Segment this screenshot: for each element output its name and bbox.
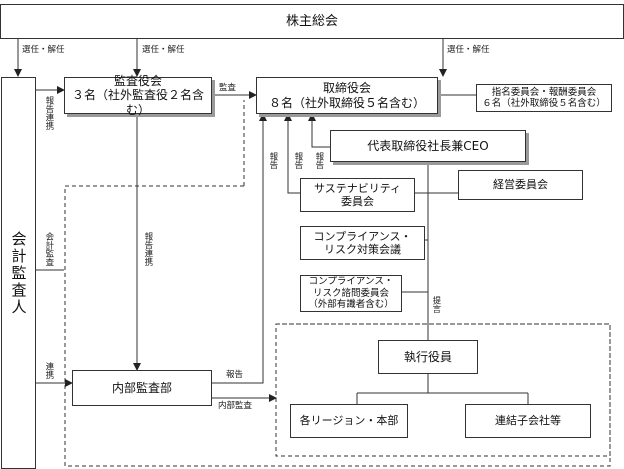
external-auditor-box: 会計監査人	[1, 77, 36, 469]
sustainability-line2: 委員会	[341, 195, 374, 208]
management-committee-label: 経営委員会	[493, 178, 548, 192]
executive-officers-box: 執行役員	[378, 340, 478, 374]
regions-headquarters-box: 各リージョン・本部	[290, 404, 408, 438]
audit-board-members: ３名（社外監査役２名含む）	[71, 88, 204, 117]
advisory-line1: コンプライアンス・	[308, 276, 394, 288]
compliance-risk-council-box: コンプライアンス・ リスク対策会議	[300, 226, 425, 260]
internal-audit-label: 内部監査部	[111, 380, 172, 395]
audit-board-box: 監査役会 ３名（社外監査役２名含む）	[64, 73, 212, 117]
compliance-risk-advisory-committee-box: コンプライアンス・ リスク諮問委員会 （外部有識者含む）	[300, 275, 402, 312]
audit-board-title: 監査役会	[113, 73, 162, 88]
coop-label: 連携	[43, 362, 54, 379]
compliance-council-line1: コンプライアンス・	[313, 229, 412, 243]
report-label-sustainability: 報告	[292, 152, 303, 169]
execution-dashed-region	[275, 323, 611, 457]
elect-dismiss-label-board: 選任・解任	[447, 45, 490, 55]
shareholders-meeting-box: 株主総会	[0, 4, 624, 39]
shareholders-meeting-label: 株主総会	[285, 13, 338, 29]
report-label-internal-audit-to-board: 報告	[267, 152, 278, 169]
management-committee-box: 経営委員会	[458, 170, 583, 200]
accounting-audit-label: 会計監査	[43, 232, 54, 266]
compliance-council-line2: リスク対策会議	[324, 243, 401, 256]
advisory-line3: （外部有識者含む）	[308, 299, 394, 311]
report-label-ceo: 報告	[313, 152, 324, 169]
proposal-label: 提言	[430, 296, 441, 313]
elect-dismiss-label-audit-board: 選任・解任	[142, 45, 185, 55]
executive-officers-label: 執行役員	[403, 349, 452, 364]
regions-label: 各リージョン・本部	[299, 414, 399, 428]
internal-audit-flow-label: 内部監査	[218, 401, 253, 411]
subsidiaries-label: 連結子会社等	[495, 414, 561, 428]
audit-label: 監査	[219, 83, 237, 93]
elect-dismiss-label-external-auditor: 選任・解任	[22, 45, 65, 55]
ceo-label: 代表取締役社長兼CEO	[367, 138, 489, 153]
board-members: ８名（社外取締役５名含む）	[268, 95, 425, 110]
nomination-remuneration-committee-box: 指名委員会・報酬委員会 ６名（社外取締役５名含む）	[476, 84, 612, 112]
report-coop-label-internal-audit: 報告連携	[142, 232, 153, 266]
advisory-line2: リスク諮問委員会	[312, 287, 389, 299]
board-of-directors-box: 取締役会 ８名（社外取締役５名含む）	[256, 77, 438, 114]
report-coop-label-external-auditor: 報告連携	[43, 96, 54, 130]
external-auditor-label: 会計監査人	[9, 230, 28, 316]
ceo-box: 代表取締役社長兼CEO	[330, 130, 526, 162]
consolidated-subsidiaries-box: 連結子会社等	[465, 404, 591, 438]
board-oversight-dashed-region	[64, 100, 611, 467]
sustainability-committee-box: サステナビリティ 委員会	[300, 178, 415, 212]
board-title: 取締役会	[322, 81, 371, 96]
nomination-committee-title: 指名委員会・報酬委員会	[491, 86, 597, 98]
report-label-internal-audit: 報告	[226, 370, 244, 380]
sustainability-line1: サステナビリティ	[313, 181, 402, 195]
nomination-committee-members: ６名（社外取締役５名含む）	[482, 98, 606, 109]
internal-audit-department-box: 内部監査部	[72, 370, 212, 406]
